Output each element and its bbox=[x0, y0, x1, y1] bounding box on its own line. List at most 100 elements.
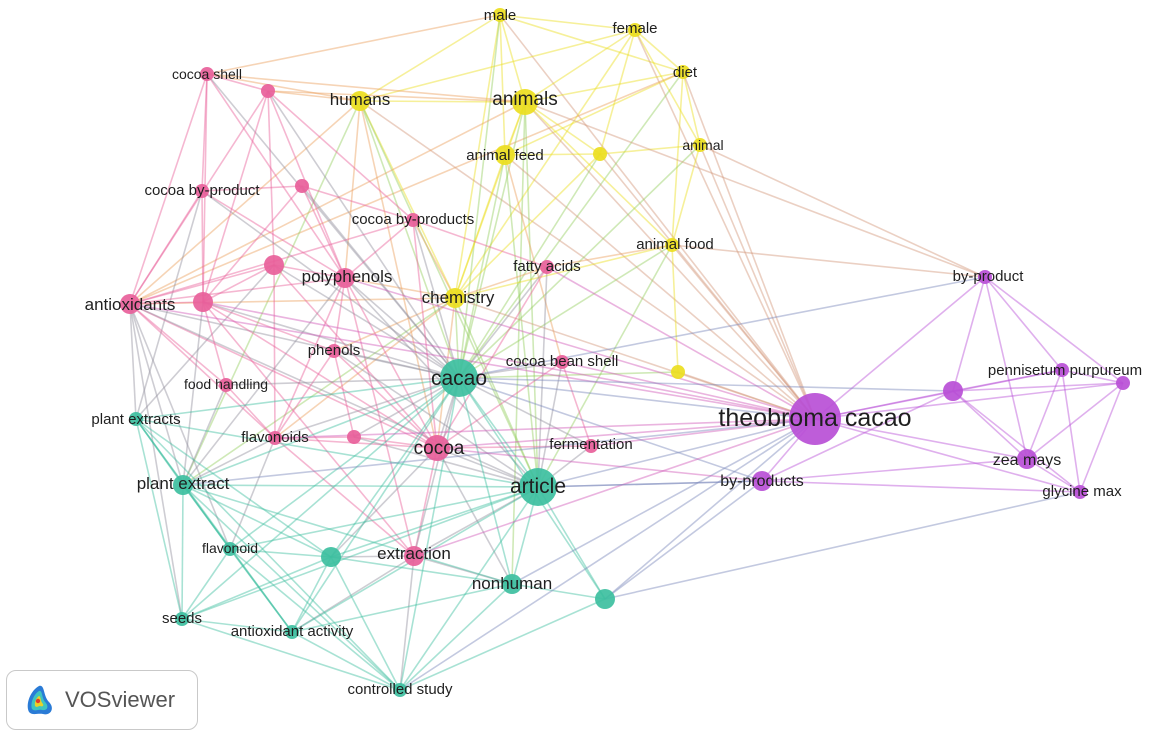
label-pennisetum-purpureum[interactable]: pennisetum purpureum bbox=[988, 362, 1142, 379]
label-polyphenols[interactable]: polyphenols bbox=[302, 267, 393, 286]
node-cocoa-shell[interactable] bbox=[200, 67, 214, 81]
link-phenols-flavonoids bbox=[274, 350, 335, 439]
label-glycine-max[interactable]: glycine max bbox=[1042, 483, 1122, 500]
label-theobroma-cacao[interactable]: theobroma cacao bbox=[718, 404, 911, 432]
label-antioxidant-activity[interactable]: antioxidant activity bbox=[231, 623, 354, 640]
node-theobroma-cacao[interactable] bbox=[789, 393, 841, 445]
link-pink-a-pink-d bbox=[202, 90, 269, 303]
link-chemistry-article bbox=[454, 297, 539, 488]
node-animal[interactable] bbox=[693, 138, 707, 152]
node-phenols[interactable] bbox=[327, 344, 341, 358]
node-teal-a[interactable] bbox=[321, 547, 341, 567]
label-cocoa-by-product[interactable]: cocoa by-product bbox=[144, 182, 260, 199]
link-animal-feed-animal-yel bbox=[504, 153, 601, 156]
label-controlled-study[interactable]: controlled study bbox=[347, 681, 453, 698]
label-zea-mays[interactable]: zea mays bbox=[993, 452, 1061, 469]
node-cocoa-bean-shell[interactable] bbox=[555, 355, 569, 369]
label-cocoa[interactable]: cocoa bbox=[414, 438, 465, 459]
node-male[interactable] bbox=[493, 8, 507, 22]
node-zea-mays[interactable] bbox=[1017, 449, 1037, 469]
label-plant-extracts[interactable]: plant extracts bbox=[91, 411, 180, 428]
node-pennisetum-purpureum[interactable] bbox=[1055, 363, 1069, 377]
label-animal-feed[interactable]: animal feed bbox=[466, 147, 544, 164]
label-nonhuman[interactable]: nonhuman bbox=[472, 574, 552, 593]
node-purple-b[interactable] bbox=[1116, 376, 1130, 390]
node-plant-extract[interactable] bbox=[173, 475, 193, 495]
node-female[interactable] bbox=[628, 23, 642, 37]
label-phenols[interactable]: phenols bbox=[308, 342, 361, 359]
node-pink-d[interactable] bbox=[193, 292, 213, 312]
label-flavonoid[interactable]: flavonoid bbox=[202, 540, 258, 556]
link-polyphenols-cacao bbox=[344, 277, 460, 379]
link-cocoa-by-product-antioxidants bbox=[129, 190, 203, 305]
node-teal-b[interactable] bbox=[595, 589, 615, 609]
label-diet[interactable]: diet bbox=[673, 64, 698, 81]
node-cocoa[interactable] bbox=[424, 435, 450, 461]
label-animal-food[interactable]: animal food bbox=[636, 236, 714, 253]
label-cacao[interactable]: cacao bbox=[431, 367, 487, 390]
label-cocoa-shell[interactable]: cocoa shell bbox=[172, 66, 242, 82]
node-pink-b[interactable] bbox=[295, 179, 309, 193]
label-fatty-acids[interactable]: fatty acids bbox=[513, 258, 581, 275]
node-animals[interactable] bbox=[512, 89, 538, 115]
label-flavonoids[interactable]: flavonoids bbox=[241, 429, 309, 446]
node-article[interactable] bbox=[519, 468, 557, 506]
node-flavonoids[interactable] bbox=[268, 431, 282, 445]
label-humans[interactable]: humans bbox=[330, 90, 390, 109]
link-cacao-antioxidant-activity bbox=[291, 377, 460, 633]
label-article[interactable]: article bbox=[510, 475, 566, 498]
node-cacao[interactable] bbox=[440, 359, 478, 397]
label-fermentation[interactable]: fermentation bbox=[549, 436, 632, 453]
label-seeds[interactable]: seeds bbox=[162, 610, 202, 627]
node-yel-solo[interactable] bbox=[671, 365, 685, 379]
link-animal-food-by-product bbox=[671, 244, 986, 278]
label-female[interactable]: female bbox=[612, 20, 657, 37]
node-polyphenols[interactable] bbox=[335, 268, 355, 288]
node-food-handling[interactable] bbox=[219, 378, 233, 392]
label-by-product[interactable]: by-product bbox=[953, 268, 1025, 285]
node-nonhuman[interactable] bbox=[502, 574, 522, 594]
label-male[interactable]: male bbox=[484, 7, 517, 24]
node-antioxidants[interactable] bbox=[120, 294, 140, 314]
node-fatty-acids[interactable] bbox=[540, 260, 554, 274]
node-humans[interactable] bbox=[350, 91, 370, 111]
node-animal-feed[interactable] bbox=[495, 145, 515, 165]
node-fermentation[interactable] bbox=[584, 439, 598, 453]
node-pink-e[interactable] bbox=[347, 430, 361, 444]
node-pink-a[interactable] bbox=[261, 84, 275, 98]
label-extraction[interactable]: extraction bbox=[377, 544, 451, 563]
node-chemistry[interactable] bbox=[445, 288, 465, 308]
label-by-products[interactable]: by-products bbox=[720, 473, 804, 490]
node-purple-a[interactable] bbox=[943, 381, 963, 401]
node-animal-food[interactable] bbox=[665, 238, 679, 252]
node-extraction[interactable] bbox=[404, 546, 424, 566]
node-by-products[interactable] bbox=[752, 471, 772, 491]
node-pink-c[interactable] bbox=[264, 255, 284, 275]
link-pink-d-extraction bbox=[202, 301, 415, 557]
node-by-product[interactable] bbox=[978, 270, 992, 284]
node-animal-yel[interactable] bbox=[593, 147, 607, 161]
link-teal-b-controlled-study bbox=[399, 598, 606, 691]
label-chemistry[interactable]: chemistry bbox=[422, 288, 495, 307]
node-antioxidant-activity[interactable] bbox=[285, 625, 299, 639]
label-plant-extract[interactable]: plant extract bbox=[137, 474, 230, 493]
node-cocoa-by-product[interactable] bbox=[195, 184, 209, 198]
label-animals[interactable]: animals bbox=[492, 89, 557, 110]
node-plant-extracts[interactable] bbox=[129, 412, 143, 426]
link-cocoa-bean-shell-cocoa bbox=[436, 361, 563, 449]
link-plant-extracts-seeds bbox=[135, 418, 183, 620]
label-antioxidants[interactable]: antioxidants bbox=[85, 295, 176, 314]
link-antioxidant-activity-controlled-study bbox=[291, 631, 401, 691]
node-seeds[interactable] bbox=[175, 612, 189, 626]
label-cocoa-by-products[interactable]: cocoa by-products bbox=[352, 211, 475, 228]
node-diet[interactable] bbox=[676, 65, 690, 79]
link-pink-b-pink-d bbox=[202, 185, 303, 303]
node-cocoa-by-products[interactable] bbox=[406, 213, 420, 227]
label-animal[interactable]: animal bbox=[682, 137, 723, 153]
node-controlled-study[interactable] bbox=[393, 683, 407, 697]
link-female-theobroma-cacao bbox=[634, 29, 816, 420]
node-glycine-max[interactable] bbox=[1073, 485, 1087, 499]
label-food-handling[interactable]: food handling bbox=[184, 376, 268, 392]
node-flavonoid[interactable] bbox=[223, 542, 237, 556]
label-cocoa-bean-shell[interactable]: cocoa bean shell bbox=[506, 353, 619, 370]
